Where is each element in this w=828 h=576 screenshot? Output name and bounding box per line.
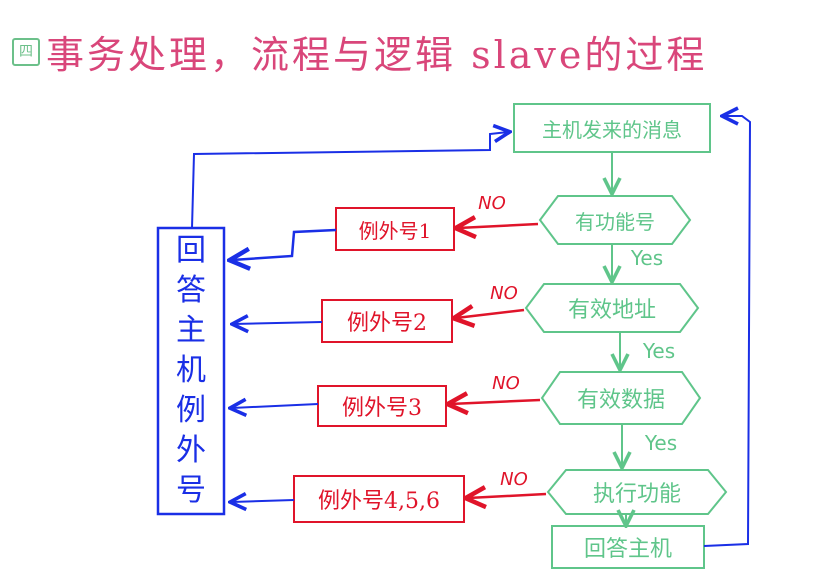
node-e3: 例外号3 bbox=[342, 396, 422, 421]
edge-e2-to-reply-exception bbox=[234, 322, 323, 324]
edge-reply-to-start bbox=[703, 116, 752, 547]
edge-reply-exception-to-start bbox=[191, 132, 508, 229]
section-number-badge: 四 bbox=[12, 38, 40, 66]
reply-exception-char: 例 bbox=[176, 393, 206, 428]
node-check1-shape bbox=[538, 195, 692, 245]
edge-exec-no bbox=[468, 494, 547, 498]
edge-e1-to-reply-exception bbox=[232, 228, 337, 260]
node-check3-shape bbox=[540, 371, 702, 425]
edge-label-yes-1: Yes bbox=[630, 246, 664, 270]
reply-exception-char: 主 bbox=[176, 313, 206, 348]
edge-label-yes-2: Yes bbox=[642, 339, 676, 363]
node-e4: 例外号4,5,6 bbox=[318, 489, 440, 514]
node-start: 主机发来的消息 bbox=[542, 117, 682, 142]
edge-label-no-3: NO bbox=[492, 372, 520, 394]
edge-e4-to-reply-exception bbox=[232, 500, 295, 502]
title-row: 四 事务处理，流程与逻辑 slave的过程 bbox=[6, 18, 822, 77]
node-check3: 有效数据 bbox=[576, 388, 665, 413]
node-e2: 例外号2 bbox=[347, 311, 427, 336]
page-title: 事务处理，流程与逻辑 slave的过程 bbox=[46, 33, 708, 77]
edge-label-no-2: NO bbox=[490, 282, 518, 304]
reply-exception-char: 回 bbox=[176, 233, 206, 268]
node-reply: 回答主机 bbox=[583, 537, 672, 562]
node-check2: 有效地址 bbox=[567, 298, 656, 323]
reply-exception-char: 外 bbox=[176, 433, 206, 468]
node-reply-exception-box bbox=[156, 226, 226, 516]
reply-exception-char: 机 bbox=[176, 353, 206, 388]
edge-check2-no bbox=[456, 310, 525, 318]
node-exec-shape bbox=[546, 469, 728, 515]
node-e1: 例外号1 bbox=[358, 218, 432, 243]
reply-exception-char: 答 bbox=[176, 273, 206, 308]
node-check2-shape bbox=[524, 283, 700, 333]
node-check1: 有功能号 bbox=[575, 209, 655, 234]
edge-label-no-4: NO bbox=[500, 468, 528, 490]
edge-check3-no bbox=[450, 400, 541, 404]
edge-label-yes-3: Yes bbox=[644, 431, 678, 455]
node-reply-exception: 回 答 主 机 例 外 号 bbox=[158, 228, 224, 514]
edge-label-no-1: NO bbox=[478, 192, 506, 214]
reply-exception-char: 号 bbox=[176, 473, 206, 508]
edge-e3-to-reply-exception bbox=[232, 404, 319, 408]
edge-check1-no bbox=[458, 224, 539, 228]
node-exec: 执行功能 bbox=[592, 482, 681, 507]
